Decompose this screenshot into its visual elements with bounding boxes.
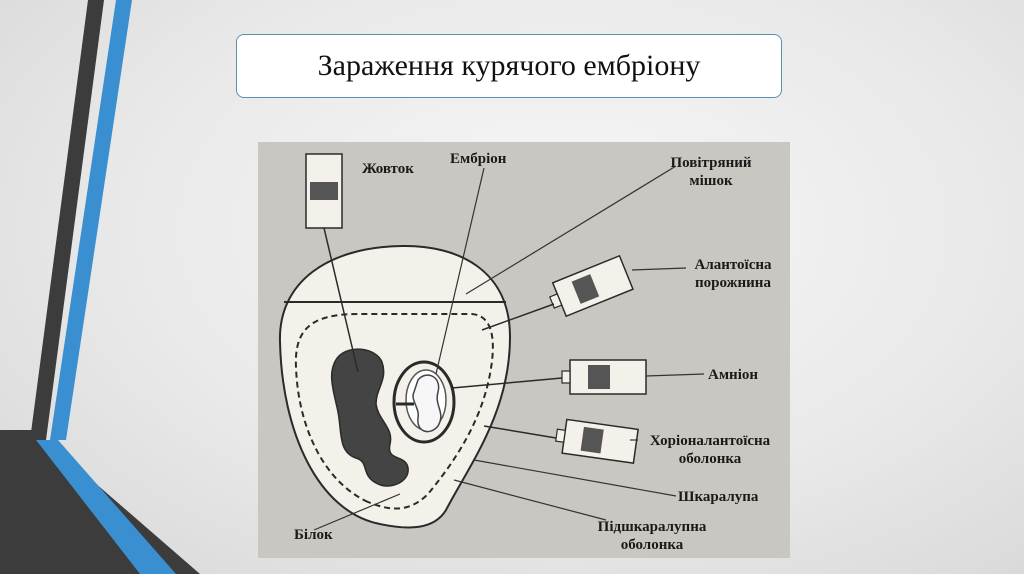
blue-stripe: [50, 0, 132, 440]
amnion-syringe-tip: [561, 370, 571, 384]
allantoic-syringe: [549, 254, 634, 318]
leader-air-sac: [465, 165, 677, 295]
label-chorioallantoic: Хоріоналантоїсна оболонка: [630, 432, 790, 468]
label-chorio-line-1: Хоріоналантоїсна: [649, 433, 771, 449]
label-subshell: Підшкаралупна оболонка: [582, 518, 722, 554]
label-shell: Шкаралупа: [678, 489, 759, 505]
label-yolk: Жовток: [362, 161, 414, 177]
label-allantoic-line-2: порожнина: [695, 275, 771, 291]
amnion-needle: [451, 377, 563, 389]
amnion-syringe-plunger: [588, 365, 610, 389]
yolk-syringe-plunger: [310, 182, 338, 200]
yolk-sac: [330, 348, 409, 487]
chorioallantoic-needle: [483, 425, 557, 439]
leader-subshell: [453, 479, 607, 521]
label-air-sac-line-2: мішок: [689, 173, 733, 189]
label-subshell-line-1: Підшкаралупна: [597, 519, 707, 535]
embryo: [412, 374, 442, 433]
leader-allantoic: [631, 267, 687, 271]
chorioallantoic-syringe: [555, 418, 639, 464]
leader-shell: [473, 459, 677, 497]
label-air-sac-line-1: Повітряний: [670, 155, 752, 171]
slide-title: Зараження курячого ембріону: [317, 49, 701, 82]
chorioallantoic-membrane: [294, 313, 494, 510]
label-albumen: Білок: [294, 527, 333, 543]
allantoic-needle: [481, 303, 555, 331]
yolk-needle: [323, 227, 359, 373]
label-subshell-line-2: оболонка: [620, 537, 684, 553]
label-allantoic-line-1: Алантоїсна: [694, 257, 772, 273]
title-box: Зараження курячого ембріону: [236, 34, 782, 98]
blue-triangle: [36, 440, 176, 574]
label-embryo: Ембріон: [450, 151, 507, 167]
leader-albumen: [313, 493, 401, 531]
leader-amnion: [645, 373, 705, 377]
label-allantoic: Алантоїсна порожнина: [676, 256, 790, 292]
label-amnion: Амніон: [708, 367, 759, 383]
dark-stripe: [30, 0, 104, 440]
label-chorio-line-2: оболонка: [678, 451, 742, 467]
leader-embryo: [435, 167, 485, 375]
egg-infection-diagram: Жовток Ембріон Повітряний мішок Алантоїс…: [258, 142, 790, 558]
label-air-sac: Повітряний мішок: [650, 154, 772, 190]
diagram-drawing: [278, 153, 705, 531]
